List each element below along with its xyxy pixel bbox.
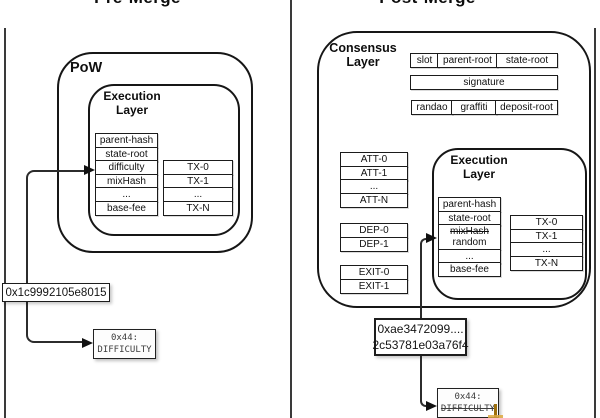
storage-slot-box-right: 0x44: DIFFICULTY (437, 388, 499, 418)
consensus-field-graffiti: graffiti (451, 100, 497, 115)
arrowhead-to-difficulty (84, 165, 95, 175)
pre-merge-title-text: Pre-Merge (85, 0, 190, 8)
exit-item: EXIT-1 (340, 278, 408, 294)
difficulty-value-box: 0x1c9992105e8015 (2, 283, 110, 302)
storage-slot-box-left: 0x44: DIFFICULTY (93, 329, 156, 359)
random-connector-line-bottom (420, 356, 429, 407)
consensus-field-signature: signature (410, 75, 558, 90)
tx-item: TX-N (163, 200, 233, 216)
storage-slot-address: 0x44: (454, 392, 482, 402)
field-random: random (452, 237, 487, 248)
transaction-list-right: TX-0 TX-1 ... TX-N (510, 215, 583, 271)
random-value-line2: 2c53781e03a76f4 (372, 338, 469, 352)
consensus-field-parent-root: parent-root (437, 53, 498, 68)
panel-divider (290, 0, 292, 418)
consensus-field-slot: slot (410, 53, 439, 68)
consensus-layer-box (317, 31, 591, 308)
deposit-list: DEP-0 DEP-1 (340, 223, 408, 252)
random-value-line1: 0xae3472099.... (377, 322, 464, 336)
post-merge-title-text: Post-Merge (375, 0, 480, 8)
consensus-field-deposit-root: deposit-root (495, 100, 558, 115)
exit-list: EXIT-0 EXIT-1 (340, 265, 408, 294)
pre-merge-title: Pre-Merge (85, 0, 190, 8)
execution-layer-title-right: Execution Layer (450, 153, 508, 181)
field-mixhash-random: mixHash random (438, 224, 501, 250)
field-mixhash-struck: mixHash (450, 226, 489, 237)
tx-item: TX-N (510, 255, 583, 271)
arrowhead-to-storage-slot-right (426, 401, 437, 411)
storage-slot-name-struck: DIFFICULTY (440, 404, 496, 414)
transaction-list-left: TX-0 TX-1 ... TX-N (163, 160, 233, 216)
consensus-field-state-root: state-root (496, 53, 558, 68)
execution-layer-box-left (88, 84, 240, 236)
arrowhead-to-random (426, 233, 437, 243)
orange-cursor-base (488, 415, 503, 418)
outer-frame-left-edge (4, 28, 6, 418)
block-header-fields-left: parent-hash state-root difficulty mixHas… (95, 133, 158, 216)
arrowhead-to-storage-slot-left (82, 338, 93, 348)
random-value-box: 0xae3472099.... 2c53781e03a76f4 (372, 318, 469, 356)
post-merge-title: Post-Merge (375, 0, 480, 8)
difficulty-connector-line (26, 170, 84, 343)
pow-container-box (57, 52, 253, 253)
consensus-field-randao: randao (411, 100, 453, 115)
field-base-fee: base-fee (95, 200, 158, 216)
field-base-fee: base-fee (438, 262, 501, 277)
execution-layer-title-left: Execution Layer (103, 89, 161, 117)
block-header-fields-right: parent-hash state-root mixHash random ..… (438, 197, 501, 277)
attestation-list: ATT-0 ATT-1 ... ATT-N (340, 152, 408, 208)
outer-frame-right-edge (594, 28, 596, 418)
storage-slot-name: DIFFICULTY (97, 345, 152, 355)
att-item: ATT-N (340, 192, 408, 208)
execution-layer-box-right (432, 148, 587, 300)
dep-item: DEP-1 (340, 236, 408, 252)
consensus-layer-title: Consensus Layer (329, 41, 397, 69)
orange-cursor-mark (494, 404, 497, 417)
pow-label: PoW (70, 60, 103, 76)
storage-slot-address: 0x44: (110, 333, 139, 343)
random-connector-line-top (420, 238, 429, 318)
